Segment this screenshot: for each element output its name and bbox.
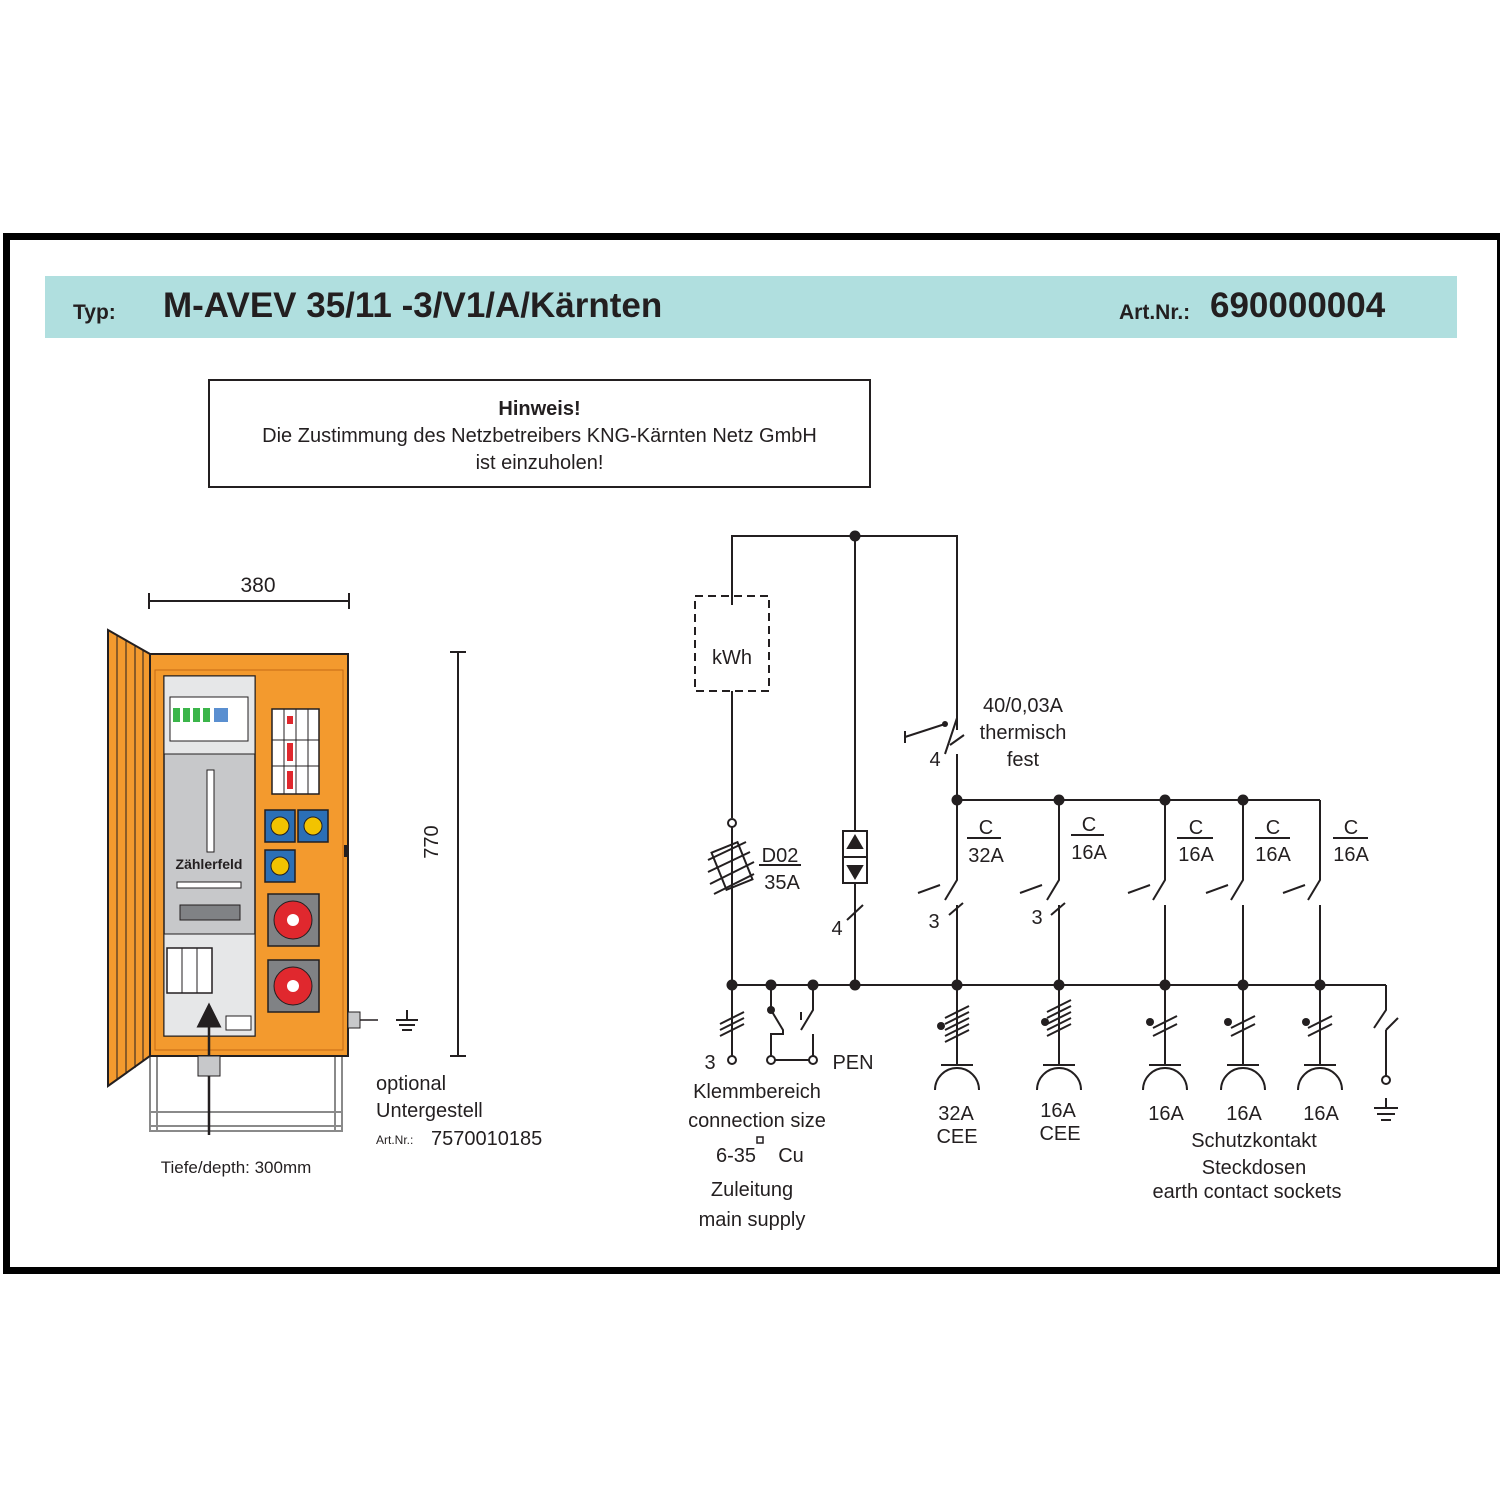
cee-sockets xyxy=(267,893,320,1013)
earth-symbol-cabinet xyxy=(396,1010,418,1031)
rcd-line-2: thermisch xyxy=(980,722,1067,744)
width-label: 380 xyxy=(240,574,275,597)
notice-box: Hinweis! Die Zustimmung des Netzbetreibe… xyxy=(208,379,871,488)
breaker-5-char: C xyxy=(1344,817,1358,839)
rcd-rating: 40/0,03A xyxy=(983,695,1064,717)
breaker-2-poles: 3 xyxy=(1031,907,1042,929)
breaker-1-poles: 3 xyxy=(928,911,939,933)
pen-poles: 4 xyxy=(831,918,842,940)
meter-field-label: Zählerfeld xyxy=(176,856,243,872)
fuse-type: D02 xyxy=(762,845,799,867)
schematic xyxy=(694,535,1399,1121)
breaker-1-rating: 32A xyxy=(968,845,1004,867)
breaker-2-char: C xyxy=(1082,814,1096,836)
terminal-block xyxy=(719,985,818,1065)
outlet-3-rating: 16A xyxy=(1148,1103,1184,1125)
option-art-number: 7570010185 xyxy=(431,1128,542,1150)
depth-label: Tiefe/depth: 300mm xyxy=(161,1158,312,1177)
square-mm-mark xyxy=(756,1136,764,1144)
supply-line-1: Zuleitung xyxy=(711,1179,793,1201)
breaker-1-char: C xyxy=(979,817,993,839)
breaker-3-rating: 16A xyxy=(1178,844,1214,866)
height-label: 770 xyxy=(421,825,443,858)
door-ridges xyxy=(116,636,144,1080)
title-bar xyxy=(45,276,1457,338)
schuko-sockets xyxy=(264,809,329,883)
option-line-2: Untergestell xyxy=(376,1100,483,1122)
fuse-rating: 35A xyxy=(764,872,800,894)
option-line-1: optional xyxy=(376,1073,446,1095)
socket-text-1: Schutzkontakt xyxy=(1191,1130,1317,1152)
outlet-branches xyxy=(934,985,1343,1091)
article-label: Art.Nr.: xyxy=(1119,301,1191,324)
pen-label: PEN xyxy=(832,1052,873,1074)
notice-title: Hinweis! xyxy=(498,398,581,420)
breaker-2-rating: 16A xyxy=(1071,842,1107,864)
height-dimension xyxy=(450,651,466,1057)
rcd-switch xyxy=(904,717,965,800)
breaker-3-char: C xyxy=(1189,817,1203,839)
socket-text-2: Steckdosen xyxy=(1202,1157,1307,1179)
meter-box xyxy=(694,595,770,692)
terminal-size: 6-35 xyxy=(716,1145,756,1167)
outlet-2-rating: 16A xyxy=(1040,1100,1076,1122)
terminal-text-1: Klemmbereich xyxy=(693,1081,821,1103)
earth-branch xyxy=(1373,985,1399,1121)
article-number: 690000004 xyxy=(1210,286,1386,325)
junction-dots xyxy=(726,530,1326,1030)
cabinet-drawing: 380 770 xyxy=(107,574,542,1177)
socket-text-3: earth contact sockets xyxy=(1153,1181,1342,1203)
cabinet-door xyxy=(107,628,151,1088)
outlet-2-type: CEE xyxy=(1039,1123,1080,1145)
rcd-poles: 4 xyxy=(929,749,940,771)
notice-line-1: Die Zustimmung des Netzbetreibers KNG-Kä… xyxy=(262,425,817,447)
type-label: Typ: xyxy=(73,301,116,324)
breaker-5-rating: 16A xyxy=(1333,844,1369,866)
surge-arrester xyxy=(842,830,868,985)
width-dimension xyxy=(148,593,350,609)
terminal-unit: Cu xyxy=(778,1145,804,1167)
notice-line-2: ist einzuholen! xyxy=(475,452,604,474)
breaker-4-char: C xyxy=(1266,817,1280,839)
stand xyxy=(149,1055,343,1132)
meter-label: kWh xyxy=(712,647,752,669)
fuse-symbol xyxy=(707,827,755,985)
breaker-4-rating: 16A xyxy=(1255,844,1291,866)
outlet-1-type: CEE xyxy=(936,1126,977,1148)
outlet-4-rating: 16A xyxy=(1226,1103,1262,1125)
option-art-label: Art.Nr.: xyxy=(376,1133,413,1147)
supply-line-2: main supply xyxy=(699,1209,806,1231)
schematic-labels: kWh 40/0,03A thermisch fest 4 D02 35A 4 … xyxy=(688,647,1369,1231)
breaker-branches xyxy=(917,800,1321,985)
outlet-5-rating: 16A xyxy=(1303,1103,1339,1125)
model-name: M-AVEV 35/11 -3/V1/A/Kärnten xyxy=(163,286,663,325)
rcd-line-3: fest xyxy=(1007,749,1040,771)
terminal-text-2: connection size xyxy=(688,1110,826,1132)
terminal-count: 3 xyxy=(704,1052,715,1074)
outlet-1-rating: 32A xyxy=(938,1103,974,1125)
